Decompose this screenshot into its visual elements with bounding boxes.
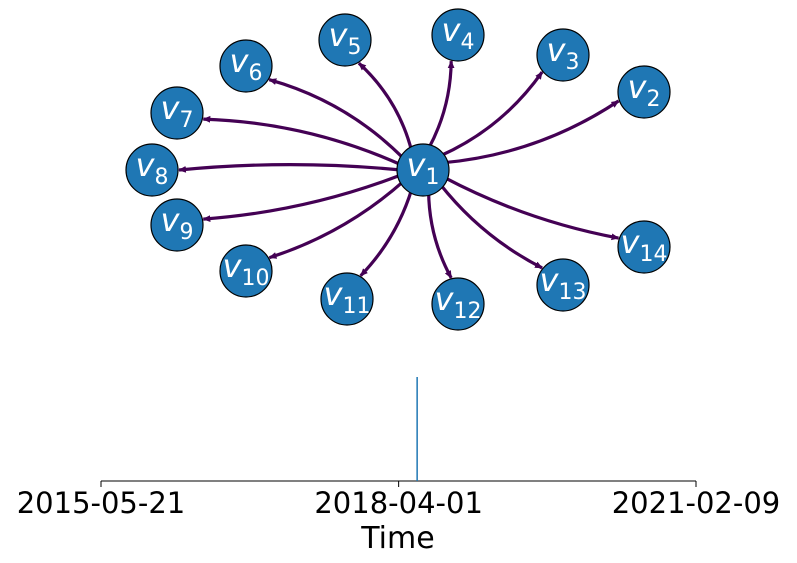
node-v7: v7: [150, 86, 204, 140]
edge-v1-v14: [443, 175, 620, 241]
node-v3-label: v3: [547, 31, 580, 75]
node-v11-circle: [320, 272, 374, 326]
node-v7-label: v7: [161, 89, 194, 133]
node-v13: v13: [536, 258, 590, 312]
nodes-layer: v1 v2 v3 v4 v5 v6 v7 v8 v9 v10 v11 v12 v13 v14: [125, 8, 671, 331]
edge-v1-v3: [439, 71, 544, 158]
timeline-tick-label-1: 2018-04-01: [314, 486, 483, 520]
node-v13-label: v13: [540, 261, 587, 305]
node-v3: v3: [536, 28, 590, 82]
node-v12-circle: [431, 277, 485, 331]
node-v4-circle: [431, 8, 485, 62]
node-v5-circle: [318, 13, 372, 67]
timeline-axis-title: Time: [360, 521, 434, 556]
edge-v1-v6: [268, 78, 406, 161]
edge-v1-v13: [438, 183, 543, 270]
node-v9: v9: [150, 198, 204, 252]
node-v11-label: v11: [324, 275, 371, 319]
node-v12: v12: [431, 277, 485, 331]
edge-v1-v12: [427, 191, 453, 279]
node-v8-label: v8: [136, 146, 169, 190]
node-v9-label: v9: [161, 201, 194, 245]
edge-v1-v2: [443, 99, 620, 165]
node-v6: v6: [219, 39, 273, 93]
node-v10-circle: [219, 244, 273, 298]
timeline-tick-label-2: 2021-02-09: [612, 486, 781, 520]
node-v7-circle: [150, 86, 204, 140]
node-v2-circle: [617, 65, 671, 119]
edge-v1-v11: [359, 188, 414, 277]
edge-v1-v5: [357, 62, 414, 152]
node-v5: v5: [318, 13, 372, 67]
timeline: 2015-05-21 2018-04-01 2021-02-09 Time: [17, 377, 781, 556]
node-v10-label: v10: [223, 247, 270, 291]
node-v13-circle: [536, 258, 590, 312]
node-v14-label: v14: [621, 223, 668, 267]
node-v14: v14: [617, 220, 671, 274]
edge-v1-v7: [202, 115, 403, 167]
node-v2-label: v2: [628, 68, 661, 112]
edge-v1-v8: [178, 163, 402, 173]
node-v5-label: v5: [329, 16, 362, 60]
node-v8: v8: [125, 143, 179, 197]
node-v8-circle: [125, 143, 179, 197]
node-v10: v10: [219, 244, 273, 298]
timeline-tick-label-0: 2015-05-21: [17, 486, 186, 520]
node-v11: v11: [320, 272, 374, 326]
node-v6-label: v6: [230, 42, 263, 86]
node-v4: v4: [431, 8, 485, 62]
node-v6-circle: [219, 39, 273, 93]
edge-v1-v9: [202, 173, 403, 222]
node-v12-label: v12: [435, 280, 482, 324]
edges-layer: [178, 60, 620, 279]
node-v1: v1: [396, 143, 450, 197]
node-v1-circle: [396, 143, 450, 197]
node-v2: v2: [617, 65, 671, 119]
node-v9-circle: [150, 198, 204, 252]
node-v14-circle: [617, 220, 671, 274]
edge-v1-v4: [427, 60, 455, 150]
node-v4-label: v4: [442, 11, 475, 55]
node-v3-circle: [536, 28, 590, 82]
node-v1-label: v1: [407, 146, 440, 190]
edge-v1-v10: [268, 179, 405, 260]
timeline-ticks: 2015-05-21 2018-04-01 2021-02-09: [17, 481, 781, 520]
